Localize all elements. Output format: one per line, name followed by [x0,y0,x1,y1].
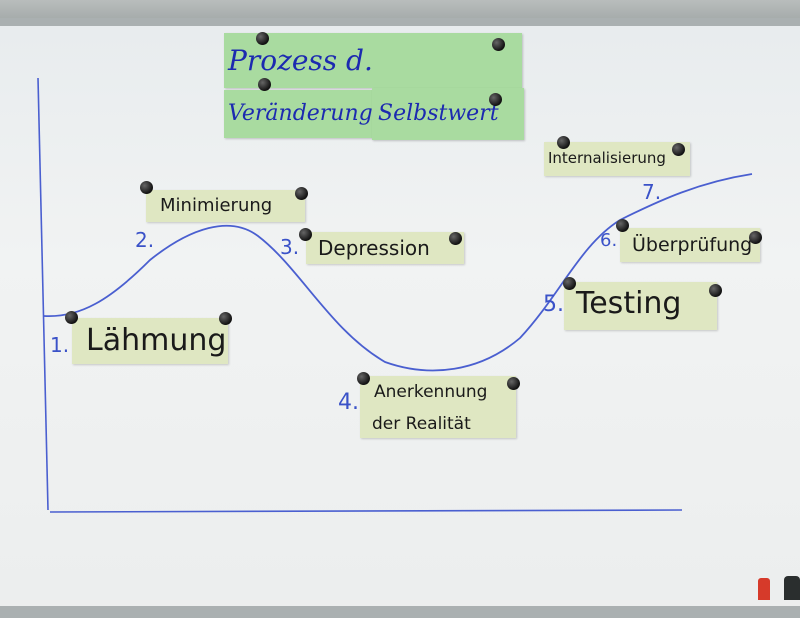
stage-4-number: 4. [338,390,359,415]
magnet [140,181,153,194]
stage-6-label: Überprüfung [632,234,753,256]
stage-2-number: 2. [135,228,155,252]
stage-6-card: Überprüfung [620,228,760,262]
stage-7-number: 7. [642,180,662,204]
stage-3-label: Depression [318,236,430,260]
stage-4-label-line-2: der Realität [372,414,471,434]
magnet [507,377,520,390]
magnet [492,38,505,51]
stage-7-label: Internalisierung [548,149,666,167]
stage-4-card: Anerkennung der Realität [360,376,516,438]
title-line-2-right: Selbstwert [378,101,499,126]
magnet [256,32,269,45]
magnet [672,143,685,156]
magnet [449,232,462,245]
stage-5-number: 5. [543,292,564,317]
magnet [357,372,370,385]
magnet [563,277,576,290]
magnet [219,312,232,325]
x-axis-line [49,509,683,513]
magnet [258,78,271,91]
stage-1-label: Lähmung [86,323,227,358]
title-line-2-left: Veränderung [228,101,373,126]
magnet [709,284,722,297]
magnet [295,187,308,200]
stage-1-card: Lähmung [72,318,228,364]
y-axis-line [37,77,49,511]
red-marker [758,578,770,600]
stage-3-card: Depression [306,232,464,264]
magnet [299,228,312,241]
magnet [749,231,762,244]
stage-7-card: Internalisierung [544,142,690,176]
stage-3-number: 3. [280,235,300,259]
magnet [557,136,570,149]
stage-6-number: 6. [600,230,618,251]
dark-marker [784,576,800,600]
stage-5-card: Testing [564,282,717,330]
stage-5-label: Testing [576,286,682,321]
stage-2-card: Minimierung [146,190,305,222]
magnet [616,219,629,232]
magnet [489,93,502,106]
magnet [65,311,78,324]
stage-1-number: 1. [50,333,70,357]
title-card-left: Veränderung [224,90,374,138]
stage-4-label-line-1: Anerkennung [374,382,488,402]
stage-2-label: Minimierung [160,195,273,216]
